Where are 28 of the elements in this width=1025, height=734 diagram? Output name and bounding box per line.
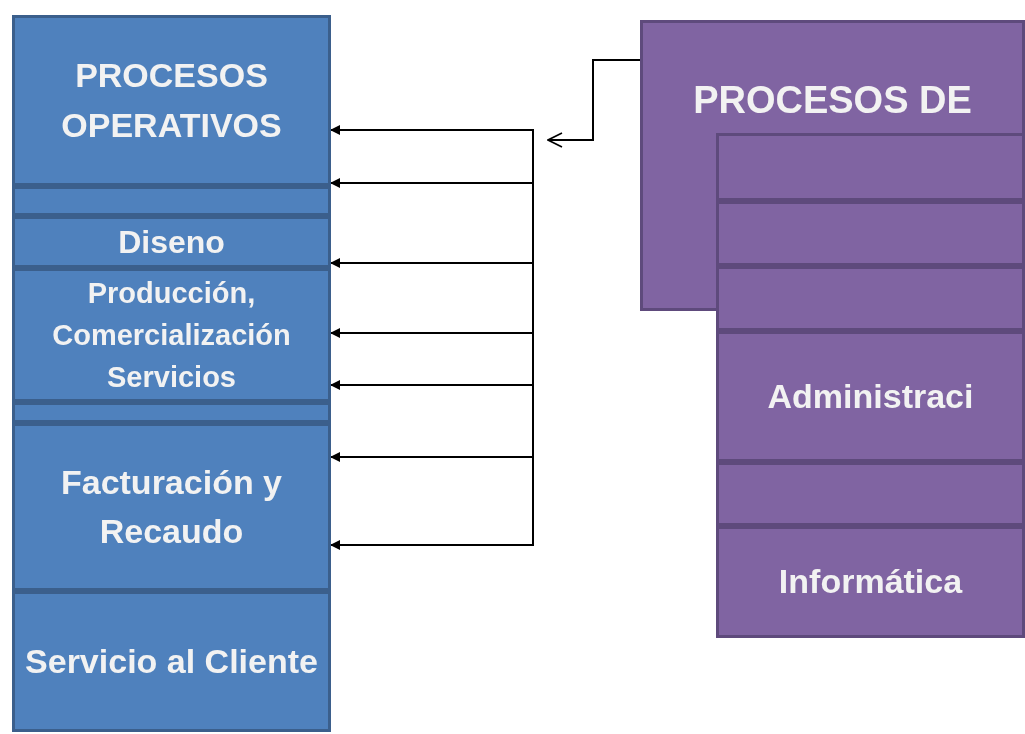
- arrow: [330, 125, 533, 135]
- box-label: Diseno: [118, 222, 225, 262]
- process-box: [12, 402, 331, 423]
- arrow: [330, 328, 533, 338]
- process-box: [12, 423, 331, 591]
- process-box: [12, 186, 331, 216]
- box-label: Informática: [778, 561, 963, 603]
- arrow: [330, 258, 533, 268]
- process-box: [12, 268, 331, 402]
- process-box: [12, 15, 331, 186]
- box-label: Producción, Comercialización Servicios: [51, 275, 292, 395]
- arrow: [330, 380, 533, 390]
- box-label: PROCESOS OPERATIVOS: [60, 55, 283, 146]
- process-box: [716, 462, 1025, 526]
- arrow: [547, 59, 641, 148]
- process-box: [12, 216, 331, 268]
- bracket-line: [532, 129, 534, 546]
- box-label: Administraci: [767, 375, 974, 417]
- process-box: [716, 266, 1025, 331]
- box-label: PROCESOS DE: [693, 78, 972, 123]
- process-box: [12, 591, 331, 732]
- arrow: [330, 178, 533, 188]
- arrow: [330, 540, 533, 550]
- box-label: Servicio al Cliente: [25, 640, 318, 682]
- process-box: [716, 526, 1025, 638]
- box-label: Facturación y Recaudo: [59, 461, 284, 552]
- arrow: [330, 452, 533, 462]
- process-box: [716, 331, 1025, 462]
